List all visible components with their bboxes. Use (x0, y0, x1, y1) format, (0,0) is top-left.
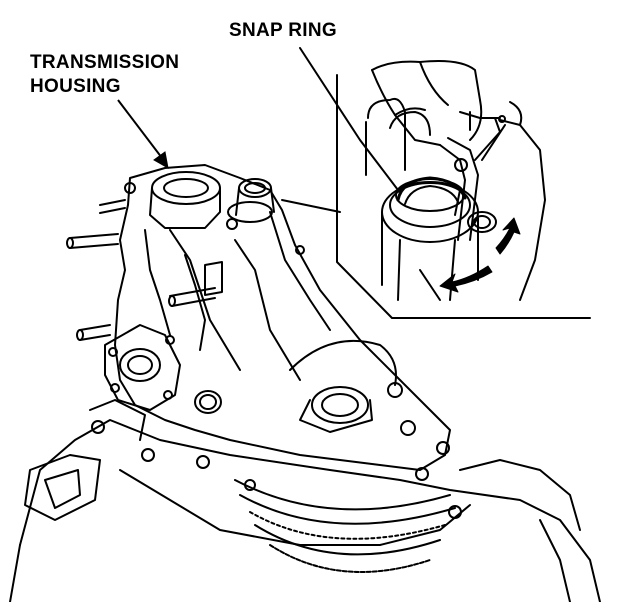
ring-gear (234, 479, 456, 573)
snap-ring-inset (336, 60, 591, 319)
leader-lines (281, 47, 399, 213)
transmission-housing-label-line1: TRANSMISSION (30, 52, 180, 73)
curved-arrow-icon (439, 217, 521, 293)
snap-ring-label: SNAP RING (229, 20, 337, 41)
clutch-housing-body (9, 399, 601, 602)
flange-bolts (91, 382, 462, 519)
transmission-housing (66, 164, 451, 471)
transmission-housing-label-line2: HOUSING (30, 76, 121, 97)
